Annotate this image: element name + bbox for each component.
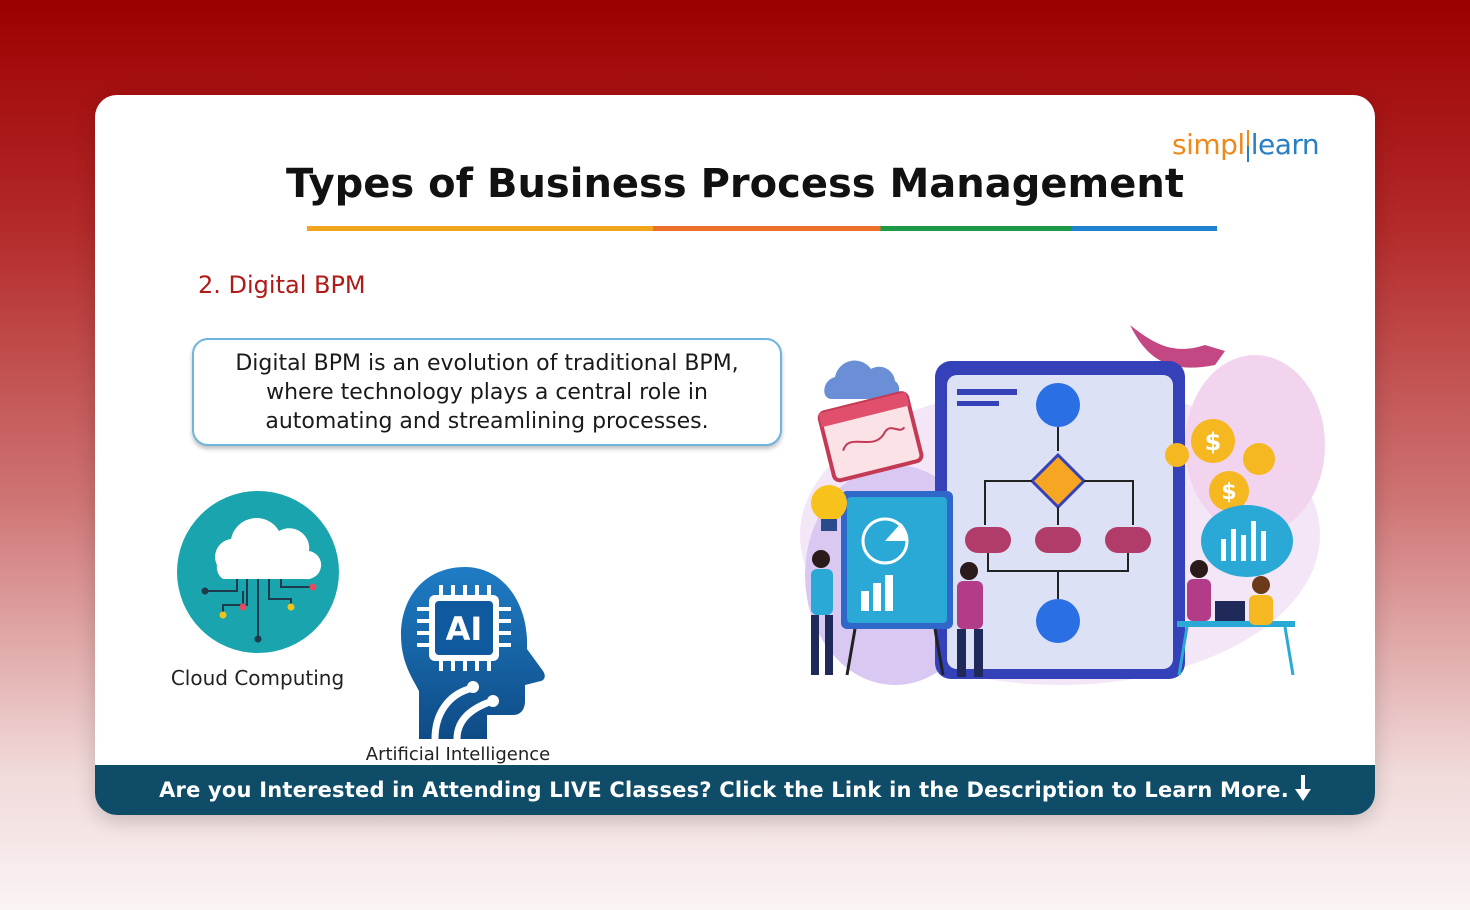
description-text: Digital BPM is an evolution of tradition… — [235, 350, 739, 434]
banner-text: Are you Interested in Attending LIVE Cla… — [159, 778, 1289, 802]
ai-chip-text: AI — [446, 610, 483, 648]
logo-divider — [1246, 130, 1249, 162]
logo-text-left: simpl — [1172, 128, 1245, 161]
title-underline — [307, 226, 1217, 231]
arrow-down-icon — [1294, 774, 1311, 806]
section-heading: 2. Digital BPM — [198, 271, 366, 299]
svg-text:$: $ — [1221, 480, 1236, 505]
artificial-intelligence-label: Artificial Intelligence — [365, 744, 551, 765]
logo-text-right: learn — [1250, 128, 1320, 161]
slide-title: Types of Business Process Management — [286, 161, 1184, 207]
svg-text:$: $ — [1205, 428, 1222, 456]
ai-head-icon: AI — [395, 563, 547, 743]
cloud-computing-label: Cloud Computing — [170, 666, 345, 690]
live-classes-banner[interactable]: Are you Interested in Attending LIVE Cla… — [95, 765, 1375, 815]
bpm-flowchart-illustration: $ $ — [785, 315, 1335, 695]
cloud-network-icon — [177, 491, 339, 653]
description-box: Digital BPM is an evolution of tradition… — [192, 338, 782, 446]
